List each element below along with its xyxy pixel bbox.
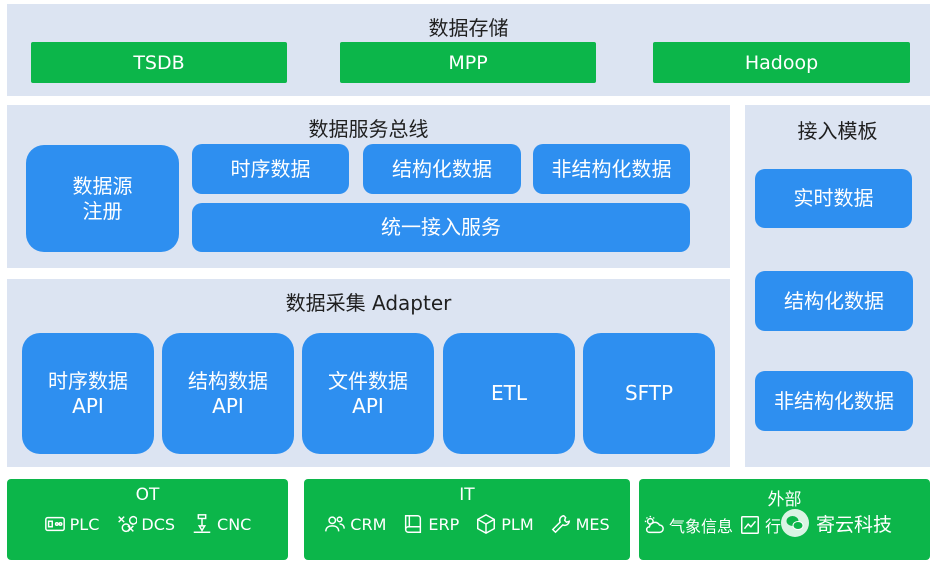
adapter-label: API [212,393,244,418]
adapter-file-api[interactable]: 文件数据 API [302,333,434,454]
access-template-panel: 接入模板 实时数据 结构化数据 非结构化数据 [745,105,930,467]
watermark-text: 寄云科技 [816,513,893,536]
wrench-icon [551,514,570,534]
adapter-label: API [72,393,104,418]
source-dcs[interactable]: DCS [115,513,175,535]
source-it-panel: IT CRM ERP PLM MES [304,479,630,560]
users-icon [325,516,346,532]
bus-structured-button[interactable]: 结构化数据 [363,144,521,194]
template-structured-button[interactable]: 结构化数据 [755,271,913,331]
dcs-icon [118,516,138,533]
bus-unstructured-button[interactable]: 非结构化数据 [533,144,690,194]
source-industry[interactable]: 行 [739,513,781,537]
book-icon [405,515,422,533]
storage-title: 数据存储 [428,16,509,40]
unified-access-button[interactable]: 统一接入服务 [192,203,690,252]
source-ot-panel: OT PLC DCS CNC [7,479,288,560]
storage-mpp[interactable]: MPP [340,42,596,83]
source-plm[interactable]: PLM [475,513,534,535]
source-mes[interactable]: MES [550,513,610,535]
source-weather[interactable]: 气象信息 [643,513,733,537]
template-realtime-button[interactable]: 实时数据 [755,169,912,228]
adapter-label: 结构数据 [188,368,268,393]
adapter-label: API [352,393,384,418]
storage-panel: 数据存储 TSDB MPP Hadoop [7,4,930,96]
source-external-panel: 外部 气象信息 行 [639,479,930,560]
source-label: CRM [350,514,387,534]
cube-icon [477,513,496,535]
collect-adapter-panel: 数据采集 Adapter 时序数据 API 结构数据 API 文件数据 API … [7,279,730,467]
source-external-title: 外部 [767,490,802,510]
collect-adapter-title: 数据采集 Adapter [285,291,452,315]
source-label: DCS [141,514,176,534]
adapter-etl[interactable]: ETL [443,333,575,454]
wechat-icon [781,509,809,537]
source-label: CNC [217,514,252,534]
adapter-label: 文件数据 [328,368,408,393]
chart-icon [741,516,759,534]
cloud-sun-icon [644,515,664,534]
adapter-label: 时序数据 [48,368,128,393]
source-erp[interactable]: ERP [402,513,459,535]
access-template-title: 接入模板 [797,119,878,143]
registry-line-2: 注册 [82,198,123,223]
adapter-timeseries-api[interactable]: 时序数据 API [22,333,154,454]
source-label: 气象信息 [669,517,734,536]
plc-icon [44,516,65,532]
source-plc[interactable]: PLC [44,513,100,535]
bus-timeseries-button[interactable]: 时序数据 [192,144,349,194]
storage-tsdb[interactable]: TSDB [31,42,287,83]
cnc-icon [193,514,211,533]
storage-hadoop[interactable]: Hadoop [653,42,910,83]
registry-line-1: 数据源 [72,173,133,198]
source-crm[interactable]: CRM [324,513,386,535]
source-ot-title: OT [135,485,160,505]
source-label: PLC [69,514,100,534]
source-it-title: IT [459,485,475,505]
datasource-registry-button[interactable]: 数据源 注册 [26,145,179,252]
source-label: 行 [765,517,782,536]
source-label: ERP [428,514,460,534]
adapter-structured-api[interactable]: 结构数据 API [162,333,294,454]
source-label: MES [575,514,610,534]
source-cnc[interactable]: CNC [191,513,251,535]
service-bus-title: 数据服务总线 [308,117,429,141]
template-unstructured-button[interactable]: 非结构化数据 [755,371,913,431]
watermark: 寄云科技 [780,508,892,538]
adapter-sftp[interactable]: SFTP [583,333,715,454]
source-label: PLM [501,514,534,534]
service-bus-panel: 数据服务总线 数据源 注册 时序数据 结构化数据 非结构化数据 统一接入服务 [7,105,730,268]
